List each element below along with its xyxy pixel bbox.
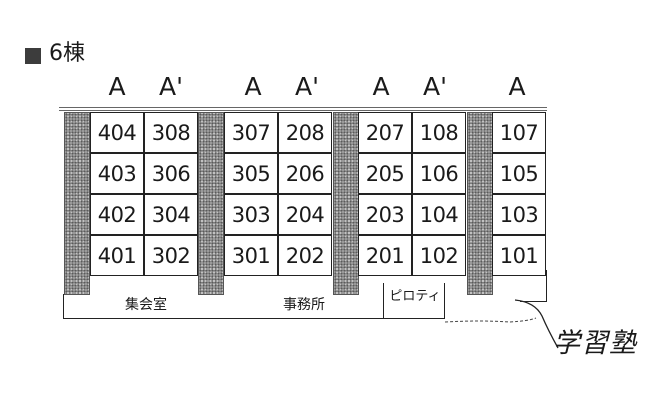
unit-cell: 207 <box>358 112 412 153</box>
ground-floor-outline <box>383 283 384 319</box>
unit-type-label: A <box>372 72 390 101</box>
unit-type-label: A <box>508 72 526 101</box>
piloti-label: ピロティ <box>389 289 441 304</box>
unit-cell: 104 <box>412 194 466 235</box>
stairwell-shaft <box>198 112 224 295</box>
unit-cell: 201 <box>358 235 412 276</box>
unit-cell: 206 <box>278 153 332 194</box>
stairwell-shaft <box>467 112 493 295</box>
unit-cell: 305 <box>224 153 278 194</box>
unit-cell: 107 <box>492 112 546 153</box>
unit-cell: 302 <box>144 235 198 276</box>
handwritten-annotation: 学習塾 <box>553 328 637 359</box>
unit-cell: 308 <box>144 112 198 153</box>
unit-cell: 401 <box>90 235 144 276</box>
unit-type-label: A <box>244 72 262 101</box>
stairwell-shaft <box>333 112 359 295</box>
unit-cell: 106 <box>412 153 466 194</box>
building-title: 6棟 <box>49 41 85 66</box>
ground-floor-outline <box>520 301 547 302</box>
ground-floor-outline <box>63 318 445 319</box>
unit-cell: 103 <box>492 194 546 235</box>
ground-floor-outline <box>63 294 64 319</box>
unit-cell: 306 <box>144 153 198 194</box>
building-marker-square <box>25 48 41 64</box>
unit-cell: 307 <box>224 112 278 153</box>
ground-floor-outline <box>546 270 547 302</box>
annotation-pointer <box>444 299 559 349</box>
unit-cell: 202 <box>278 235 332 276</box>
unit-type-label: A <box>108 72 126 101</box>
unit-cell: 203 <box>358 194 412 235</box>
unit-cell: 402 <box>90 194 144 235</box>
unit-cell: 204 <box>278 194 332 235</box>
unit-cell: 108 <box>412 112 466 153</box>
unit-cell: 303 <box>224 194 278 235</box>
unit-type-label: A' <box>423 72 447 101</box>
unit-cell: 404 <box>90 112 144 153</box>
unit-type-label: A' <box>159 72 183 101</box>
unit-cell: 101 <box>492 235 546 276</box>
unit-cell: 403 <box>90 153 144 194</box>
meeting-room-label: 集会室 <box>125 297 167 313</box>
building-roofline <box>59 107 547 111</box>
unit-type-label: A' <box>295 72 319 101</box>
unit-cell: 304 <box>144 194 198 235</box>
office-label: 事務所 <box>283 297 325 313</box>
unit-cell: 105 <box>492 153 546 194</box>
ground-floor-outline <box>444 283 445 319</box>
unit-cell: 205 <box>358 153 412 194</box>
stairwell-shaft <box>64 112 90 295</box>
unit-cell: 301 <box>224 235 278 276</box>
unit-cell: 208 <box>278 112 332 153</box>
unit-cell: 102 <box>412 235 466 276</box>
